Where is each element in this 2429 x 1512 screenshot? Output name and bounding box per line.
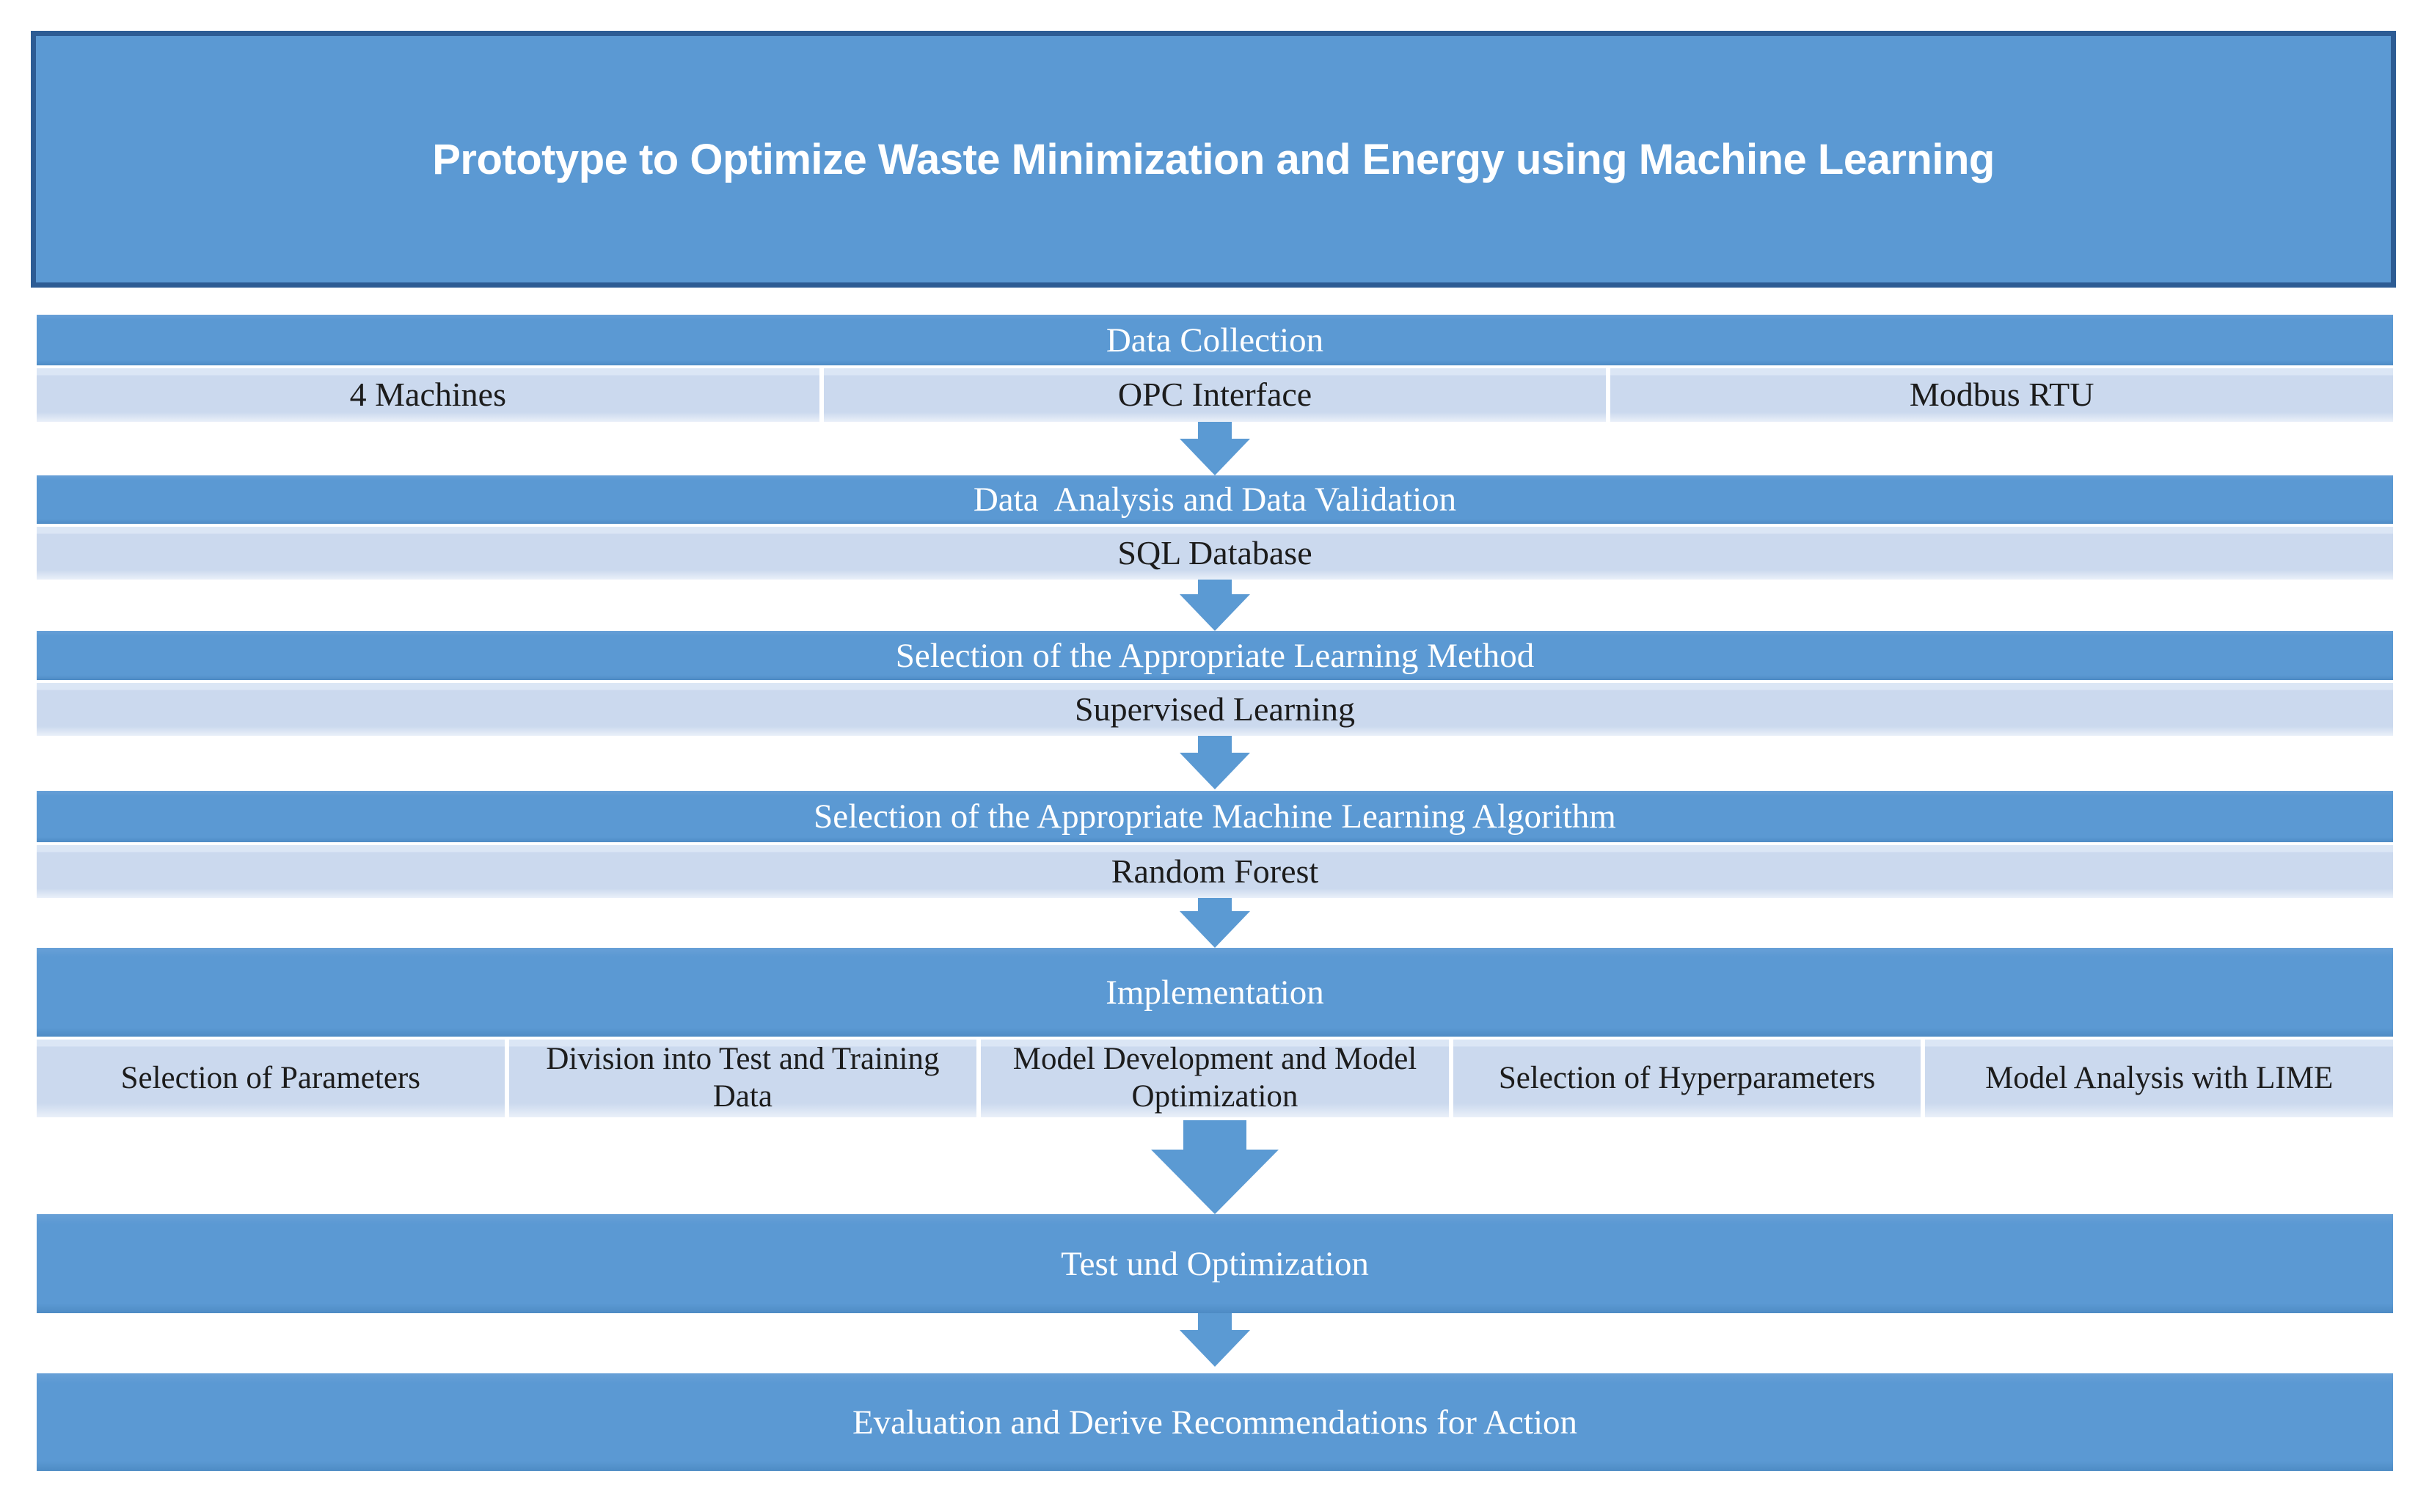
down-arrow-icon	[1179, 594, 1250, 631]
down-arrow-icon	[1179, 911, 1250, 948]
step-header-learning-method: Selection of the Appropriate Learning Me…	[37, 631, 2393, 680]
down-arrow-icon	[1197, 736, 1232, 753]
title-box: Prototype to Optimize Waste Minimization…	[31, 31, 2396, 288]
down-arrow-icon	[1179, 439, 1250, 475]
row-cell: Division into Test and Training Data	[508, 1040, 977, 1117]
flow-connector	[0, 898, 2429, 948]
down-arrow-icon	[1197, 1313, 1232, 1330]
step-header-label: Evaluation and Derive Recommendations fo…	[852, 1403, 1578, 1442]
flow-connector	[0, 1313, 2429, 1373]
step-row-ml-algorithm: Random Forest	[37, 845, 2393, 898]
step-header-label: Implementation	[1106, 973, 1324, 1012]
down-arrow-icon	[1179, 753, 1250, 789]
step-header-ml-algorithm: Selection of the Appropriate Machine Lea…	[37, 791, 2393, 842]
step-header-label: Selection of the Appropriate Learning Me…	[895, 636, 1535, 675]
row-cell: Selection of Hyperparameters	[1453, 1040, 1921, 1117]
flow-connector	[0, 580, 2429, 631]
diagram-title: Prototype to Optimize Waste Minimization…	[432, 135, 1995, 183]
row-cell: SQL Database	[37, 527, 2393, 580]
step-header-label: Selection of the Appropriate Machine Lea…	[814, 797, 1616, 836]
step-header-label: Data Analysis and Data Validation	[973, 481, 1457, 519]
down-arrow-icon	[1183, 1120, 1246, 1150]
row-cell: Model Development and Model Optimization	[981, 1040, 1449, 1117]
row-cell: Supervised Learning	[37, 683, 2393, 736]
row-cell: Model Analysis with LIME	[1925, 1040, 2393, 1117]
step-row-implementation: Selection of Parameters Division into Te…	[37, 1040, 2393, 1117]
row-cell: Random Forest	[37, 845, 2393, 898]
step-header-label: Data Collection	[1106, 321, 1324, 359]
row-cell: OPC Interface	[823, 368, 1607, 422]
down-arrow-icon	[1197, 898, 1232, 911]
down-arrow-icon	[1197, 580, 1232, 594]
down-arrow-icon	[1197, 422, 1232, 439]
step-row-learning-method: Supervised Learning	[37, 683, 2393, 736]
step-header-data-analysis: Data Analysis and Data Validation	[37, 475, 2393, 524]
row-cell: Selection of Parameters	[37, 1040, 505, 1117]
step-row-data-collection: 4 Machines OPC Interface Modbus RTU	[37, 368, 2394, 422]
row-cell: Modbus RTU	[1610, 368, 2394, 422]
step-header-evaluation: Evaluation and Derive Recommendations fo…	[37, 1373, 2393, 1471]
step-header-data-collection: Data Collection	[37, 315, 2393, 365]
step-header-implementation: Implementation	[37, 948, 2393, 1037]
row-cell: 4 Machines	[37, 368, 819, 422]
step-row-data-analysis: SQL Database	[37, 527, 2393, 580]
flow-connector	[0, 736, 2429, 791]
flow-connector	[0, 422, 2429, 475]
down-arrow-icon	[1150, 1150, 1279, 1214]
step-header-test-optimization: Test und Optimization	[37, 1214, 2393, 1313]
down-arrow-icon	[1179, 1330, 1250, 1367]
flow-connector	[0, 1117, 2429, 1214]
step-header-label: Test und Optimization	[1061, 1244, 1369, 1283]
